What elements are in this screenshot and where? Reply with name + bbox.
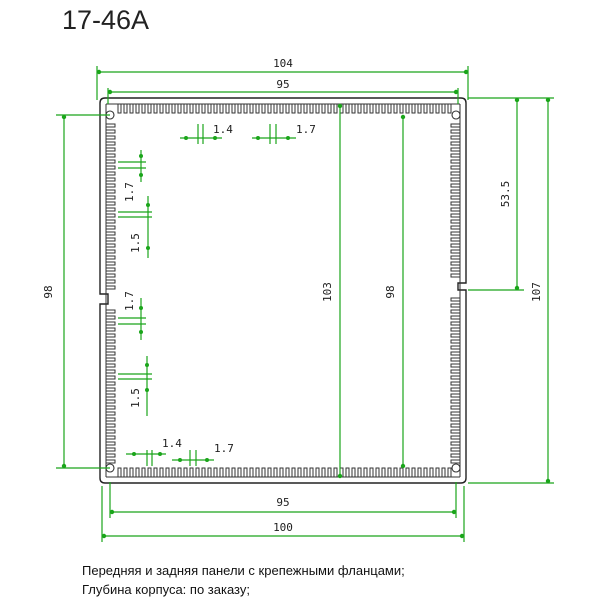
dim-bottom-outer-width-label: 100: [273, 521, 293, 534]
dim-left-fin-gap-upper: 1.7: [118, 150, 146, 202]
drawing-title: 17-46A: [62, 5, 149, 35]
dim-right-total-height-label: 107: [530, 282, 543, 302]
screw-boss-bottom-right: [451, 463, 461, 473]
note-panels: Передняя и задняя панели с крепежными фл…: [82, 563, 405, 578]
dim-inner-right-height-label: 98: [384, 285, 397, 298]
dim-top-inner-width: 95: [107, 78, 459, 104]
dim-bottom-inner-width: 95: [109, 482, 457, 518]
dim-right-total-height: 107: [468, 97, 554, 484]
dim-bottom-fin-gap-label: 1.7: [214, 442, 234, 455]
corner-screw-bosses: [105, 110, 461, 473]
dim-bottom-inner-width-label: 95: [276, 496, 289, 509]
dim-bottom-fin-gap: 1.7: [172, 442, 234, 466]
dim-left-height-label: 98: [42, 285, 55, 298]
dim-right-partial-height: 53.5: [468, 97, 524, 291]
dim-left-fin-width-upper-label: 1.5: [129, 233, 142, 253]
dim-bottom-fin-width-label: 1.4: [162, 437, 182, 450]
dim-bottom-fin-width: 1.4: [126, 437, 182, 466]
dim-inner-right-height: 98: [384, 114, 406, 469]
dim-top-fin-width-label: 1.4: [213, 123, 233, 136]
cooling-fins: [105, 103, 461, 478]
dim-center-height: 103: [321, 103, 343, 479]
dim-bottom-outer-width: 100: [101, 486, 465, 542]
dim-left-fin-gap-lower-label: 1.7: [123, 291, 136, 311]
profile-outline: [99, 97, 467, 484]
dim-top-inner-width-label: 95: [276, 78, 289, 91]
dim-left-height: 98: [42, 114, 110, 469]
dim-center-height-label: 103: [321, 282, 334, 302]
dim-top-fin-gap: 1.7: [252, 123, 316, 144]
dim-left-fin-gap-upper-label: 1.7: [123, 182, 136, 202]
dim-top-fin-width: 1.4: [180, 123, 233, 144]
dim-left-fin-width-lower: 1.5: [118, 356, 152, 416]
dim-top-outer-width-label: 104: [273, 57, 293, 70]
dim-right-partial-height-label: 53.5: [499, 181, 512, 208]
dim-top-outer-width: 104: [96, 57, 469, 100]
dim-left-fin-gap-lower: 1.7: [118, 291, 146, 340]
dim-left-fin-width-upper: 1.5: [118, 196, 152, 258]
dim-left-fin-width-lower-label: 1.5: [129, 388, 142, 408]
note-depth: Глубина корпуса: по заказу;: [82, 582, 250, 597]
screw-boss-top-right: [451, 110, 461, 120]
dim-top-fin-gap-label: 1.7: [296, 123, 316, 136]
